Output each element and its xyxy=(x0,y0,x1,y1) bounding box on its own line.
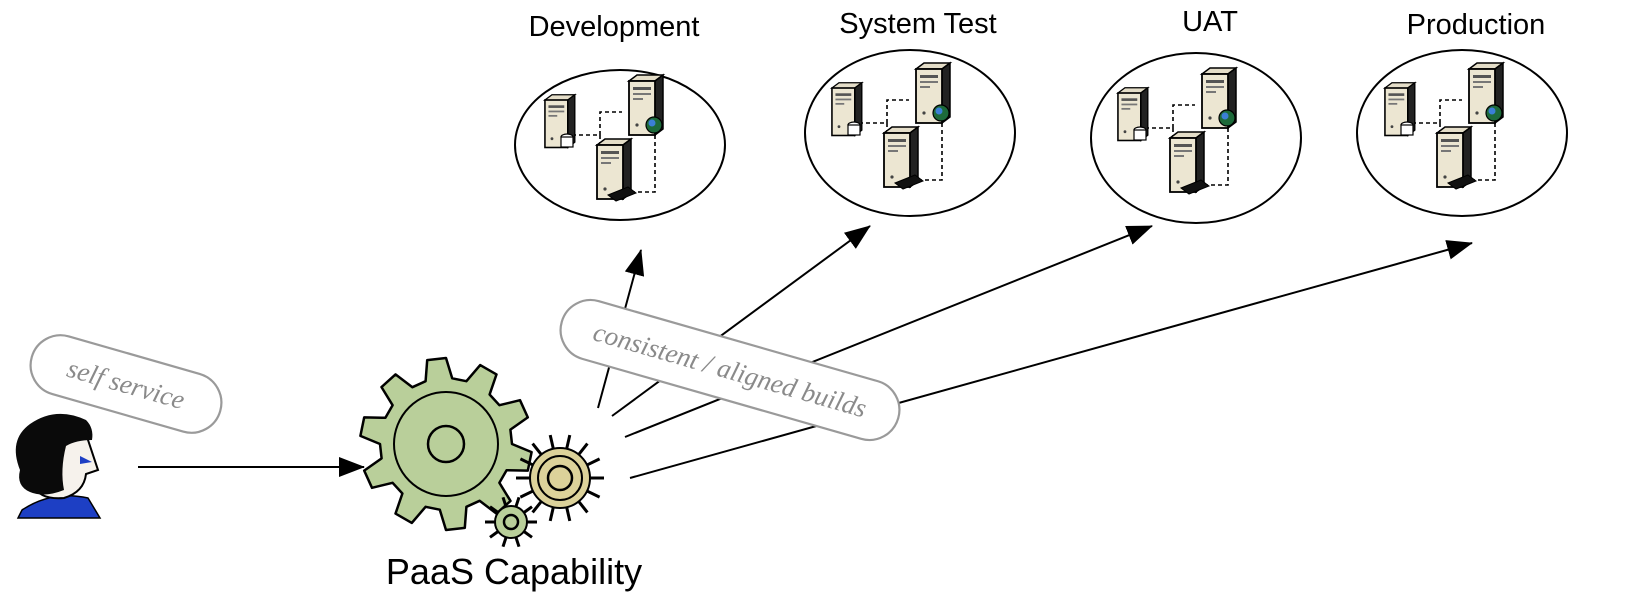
web-server-icon xyxy=(1468,62,1504,124)
environment-development: Development xyxy=(514,11,726,221)
arrow-to-production xyxy=(629,240,1473,479)
database-server-icon xyxy=(831,81,863,137)
database-server-icon xyxy=(544,93,576,149)
web-server-icon xyxy=(628,74,664,136)
person-eye xyxy=(80,456,92,464)
environment-uat: UAT xyxy=(1090,6,1302,224)
database-server-icon xyxy=(1117,86,1149,142)
environment-production: Production xyxy=(1356,9,1568,217)
paas-label: PaaS Capability xyxy=(386,551,642,592)
workstation-server-icon xyxy=(883,126,925,190)
web-server-icon xyxy=(915,62,951,124)
gear-large xyxy=(359,356,533,532)
server-cluster xyxy=(544,74,664,202)
environment-label: UAT xyxy=(1182,6,1238,38)
environment-label: Development xyxy=(529,11,700,43)
callout-box xyxy=(29,334,223,434)
server-cluster xyxy=(1117,67,1237,195)
callout-builds: consistent / aligned builds xyxy=(559,298,901,442)
environment-system-test: System Test xyxy=(804,8,1016,217)
arrow-to-uat xyxy=(624,225,1153,438)
gear-hole xyxy=(546,464,574,492)
arrow-to-system-test xyxy=(611,225,871,417)
workstation-server-icon xyxy=(1436,126,1478,190)
web-server-icon xyxy=(1201,67,1237,129)
database-server-icon xyxy=(1384,81,1416,137)
gear-medium xyxy=(516,434,604,522)
workstation-server-icon xyxy=(596,138,638,202)
gear-hole xyxy=(426,424,466,464)
gears-icon xyxy=(359,356,604,548)
server-cluster xyxy=(831,62,951,190)
person-icon xyxy=(15,413,102,519)
environment-label: System Test xyxy=(839,8,996,40)
gear-hole xyxy=(502,513,520,531)
person-hair xyxy=(15,413,93,495)
workstation-server-icon xyxy=(1169,131,1211,195)
gear-small xyxy=(485,496,537,548)
server-cluster xyxy=(1384,62,1504,190)
environment-label: Production xyxy=(1407,9,1546,41)
callout-box xyxy=(559,298,901,442)
